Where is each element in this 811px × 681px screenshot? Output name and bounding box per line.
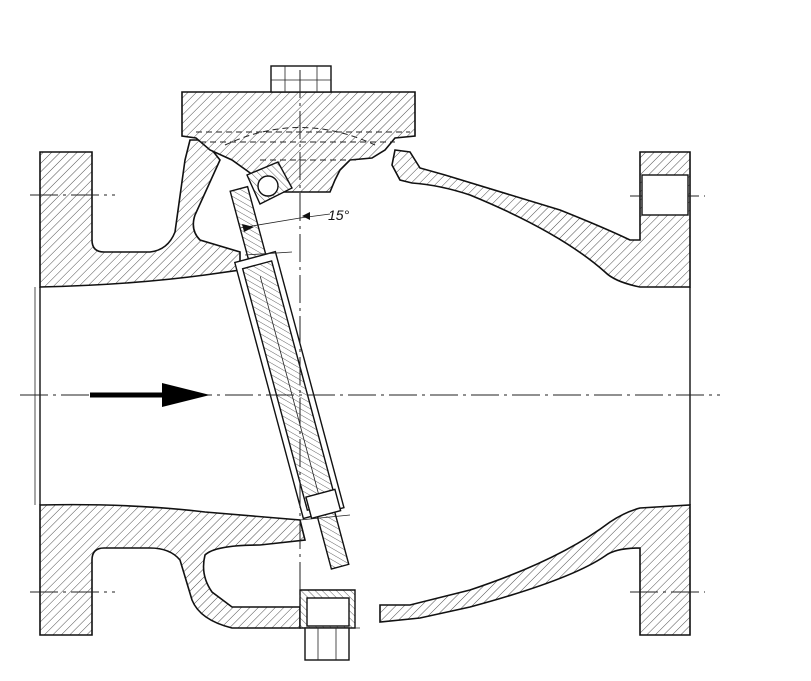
angle-annotation: 15° xyxy=(239,207,350,232)
drain-plug-icon xyxy=(296,589,360,661)
left-flange-top xyxy=(39,139,241,288)
bonnet-cover xyxy=(181,91,416,193)
hinge-pin-icon xyxy=(246,161,293,205)
top-bolt-icon xyxy=(270,65,332,93)
disc-stud xyxy=(316,509,350,570)
right-bolt-hole xyxy=(641,174,689,216)
body-bottom-shell xyxy=(379,504,691,636)
seat-ring-top xyxy=(244,251,293,256)
seat-ring-bottom xyxy=(299,514,351,521)
left-flange-bottom xyxy=(39,503,306,636)
angle-label: 15° xyxy=(328,207,350,223)
body-top-shell xyxy=(391,149,691,288)
flow-direction-arrow-icon xyxy=(90,383,210,407)
